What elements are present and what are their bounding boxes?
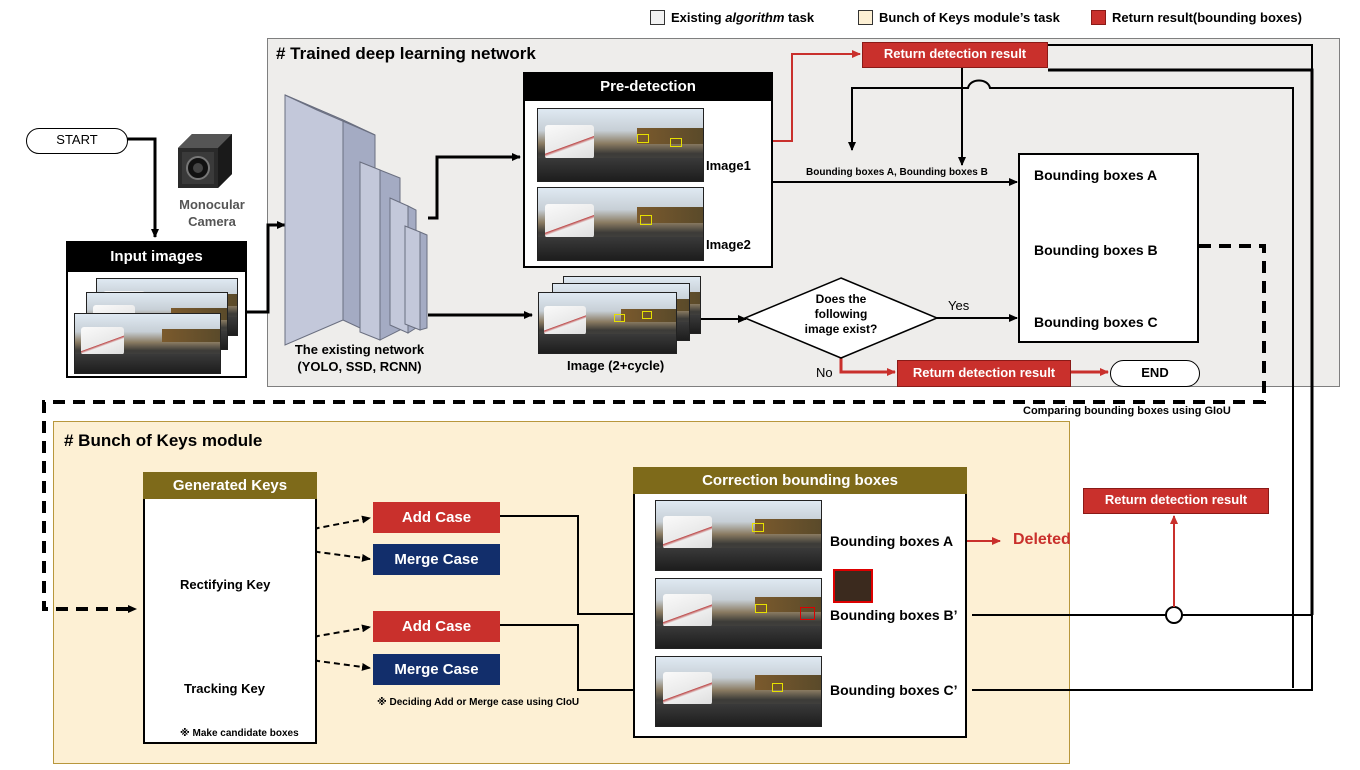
camera-label-line2: Camera bbox=[188, 214, 236, 229]
return-detection-top: Return detection result bbox=[862, 42, 1048, 68]
image2-thumbnail bbox=[537, 187, 704, 261]
bbox-b-label: Bounding boxes B bbox=[1034, 242, 1158, 258]
rectifying-key-label: Rectifying Key bbox=[180, 577, 271, 592]
ciou-note: ※ Deciding Add or Merge case using CIoU bbox=[377, 697, 580, 708]
add-case-2: Add Case bbox=[373, 611, 500, 642]
decision-label-line2: following bbox=[814, 307, 868, 321]
return-detection-bottom: Return detection result bbox=[897, 360, 1071, 387]
camera-label-line1: Monocular bbox=[179, 197, 245, 212]
legend-existing: Existing algorithm task bbox=[650, 10, 814, 25]
pre-detection-header: Pre-detection bbox=[523, 72, 773, 101]
bbox-ab-label: Bounding boxes A, Bounding boxes B bbox=[806, 167, 988, 178]
image2-label: Image2 bbox=[706, 237, 751, 252]
correction-image-c bbox=[655, 656, 822, 727]
legend-swatch-bok bbox=[858, 10, 873, 25]
network-layers-graphic bbox=[284, 94, 428, 346]
zoom-inset bbox=[833, 569, 873, 603]
legend-existing-label: Existing algorithm task bbox=[671, 10, 815, 25]
merge-case-1: Merge Case bbox=[373, 544, 500, 575]
yes-label: Yes bbox=[948, 298, 970, 313]
generated-keys-box bbox=[143, 472, 317, 744]
return-detection-right: Return detection result bbox=[1083, 488, 1269, 514]
image-cycle-label: Image (2+cycle) bbox=[567, 358, 665, 373]
compare-giou-label: Comparing bounding boxes using GIoU bbox=[1023, 405, 1231, 417]
network-caption: The existing network (YOLO, SSD, RCNN) bbox=[292, 341, 427, 375]
merge-case-2: Merge Case bbox=[373, 654, 500, 685]
decision-label-line1: Does the bbox=[815, 292, 867, 306]
add-case-1: Add Case bbox=[373, 502, 500, 533]
legend-bok-label: Bunch of Keys module’s task bbox=[879, 10, 1060, 25]
bok-title: # Bunch of Keys module bbox=[64, 431, 263, 450]
correction-header: Correction bounding boxes bbox=[633, 467, 967, 494]
image1-label: Image1 bbox=[706, 158, 751, 173]
legend-return: Return result(bounding boxes) bbox=[1091, 10, 1302, 25]
legend-return-label: Return result(bounding boxes) bbox=[1112, 10, 1302, 25]
legend-swatch-existing bbox=[650, 10, 665, 25]
camera-label: Monocular Camera bbox=[172, 196, 252, 230]
start-node: START bbox=[26, 128, 128, 154]
deleted-label: Deleted bbox=[1013, 531, 1071, 548]
generated-keys-header: Generated Keys bbox=[143, 472, 317, 499]
monocular-camera-icon bbox=[178, 134, 232, 188]
correction-image-b bbox=[655, 578, 822, 649]
legend-bok: Bunch of Keys module’s task bbox=[858, 10, 1060, 25]
image1-thumbnail bbox=[537, 108, 704, 182]
candidate-note: ※ Make candidate boxes bbox=[180, 728, 299, 739]
network-caption-line2: (YOLO, SSD, RCNN) bbox=[297, 359, 422, 374]
bbox-c-label: Bounding boxes C bbox=[1034, 314, 1158, 330]
network-caption-line1: The existing network bbox=[294, 342, 425, 357]
correction-bbox-a-label: Bounding boxes A bbox=[830, 533, 954, 549]
bounding-boxes-abc-box bbox=[1018, 153, 1199, 343]
tracking-key-label: Tracking Key bbox=[184, 681, 265, 696]
legend-swatch-return bbox=[1091, 10, 1106, 25]
correction-bbox-b-label: Bounding boxes B’ bbox=[830, 607, 958, 623]
decision-diamond bbox=[743, 277, 939, 359]
no-label: No bbox=[816, 365, 833, 380]
correction-bbox-c-label: Bounding boxes C’ bbox=[830, 682, 958, 698]
decision-label-line3: image exist? bbox=[804, 322, 878, 336]
input-images-header: Input images bbox=[66, 241, 247, 272]
correction-image-a bbox=[655, 500, 822, 571]
decision-label: Does the following image exist? bbox=[791, 292, 891, 337]
bbox-a-label: Bounding boxes A bbox=[1034, 167, 1158, 183]
input-image-stack-1 bbox=[74, 313, 221, 374]
end-node: END bbox=[1110, 360, 1200, 387]
trained-network-title: # Trained deep learning network bbox=[276, 44, 536, 63]
cycle-image-stack-1 bbox=[538, 292, 677, 354]
